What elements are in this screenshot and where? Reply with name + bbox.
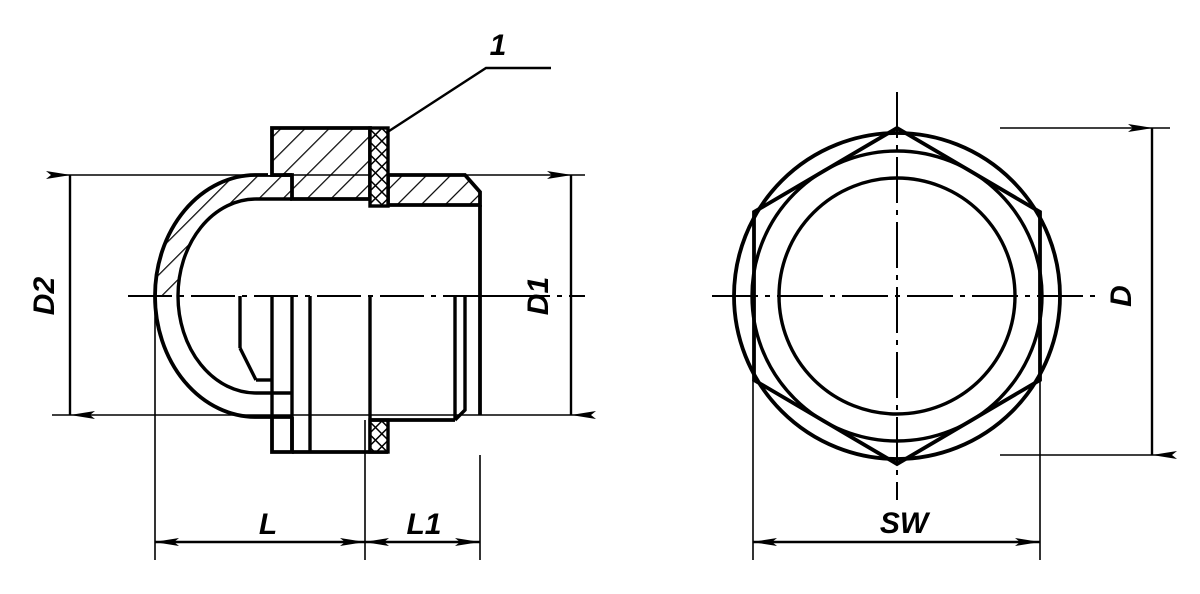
- dimension-l1: L1: [364, 508, 480, 546]
- callout-leader-line: [385, 66, 551, 135]
- dimension-d2: D2: [28, 171, 95, 419]
- dome-inner-profile-lower: [176, 295, 292, 395]
- hex-body-hatch-upper: [272, 128, 370, 199]
- seal-ring-lower-fill: [370, 420, 388, 452]
- dome-outer-profile: [153, 173, 292, 419]
- seal-ring-upper-fill: [370, 128, 388, 206]
- dim-label-sw: SW: [880, 507, 931, 540]
- seal-ring-upper: [368, 126, 390, 208]
- dimension-d1: D1: [480, 171, 596, 419]
- dim-label-d1: D1: [522, 277, 555, 315]
- hex-corner-chamfer-lower: [238, 347, 258, 381]
- dimension-sw: SW: [752, 507, 1040, 546]
- dome-inner-profile-upper: [176, 197, 292, 297]
- dimension-d: D: [1105, 124, 1177, 459]
- shank-hatch-upper: [388, 175, 480, 205]
- section-view: [52, 126, 585, 560]
- dim-label-l1: L1: [406, 508, 441, 541]
- hexagon-sw: [752, 125, 1042, 467]
- thread-outer-edge-lower: [453, 296, 467, 422]
- dimension-l: L: [154, 508, 365, 546]
- front-view: [712, 92, 1170, 560]
- callout-label-1: 1: [490, 29, 507, 62]
- dim-label-d: D: [1105, 285, 1138, 307]
- callout-1: 1: [385, 29, 551, 135]
- dim-label-d2: D2: [28, 277, 61, 316]
- dim-label-l: L: [259, 508, 277, 541]
